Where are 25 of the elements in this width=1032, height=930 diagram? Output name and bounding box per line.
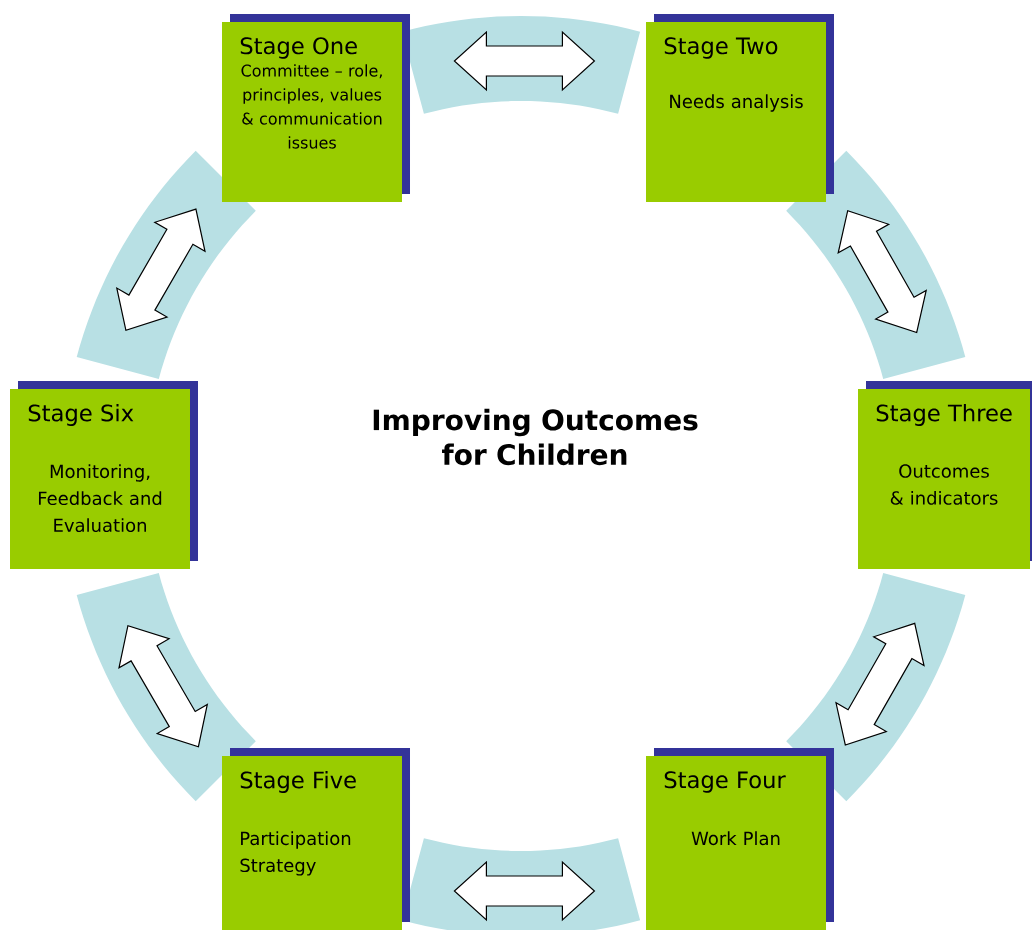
stage-heading: Stage Three <box>876 404 1012 426</box>
double-arrow <box>453 860 596 922</box>
double-arrow <box>115 208 206 332</box>
stage-description: Outcomes & indicators <box>890 464 998 505</box>
stage-heading: Stage Four <box>664 771 786 793</box>
stage-description: Participation Strategy <box>240 831 351 876</box>
stage-box <box>10 381 198 569</box>
stage-box <box>858 381 1032 569</box>
stage-box <box>646 748 834 930</box>
double-arrow <box>837 209 928 334</box>
stage-description: Work Plan <box>691 831 780 846</box>
double-arrow <box>453 30 596 92</box>
stage-box <box>646 14 834 202</box>
double-arrow <box>835 622 925 746</box>
stage-heading: Stage Five <box>240 771 356 793</box>
stage-box <box>222 14 410 202</box>
double-arrow <box>118 624 209 748</box>
stage-description: Monitoring, Feedback and Evaluation <box>39 464 162 533</box>
title: Improving Outcomes for Children <box>373 408 698 466</box>
stage-heading: Stage One <box>240 37 357 59</box>
stage-description: Needs analysis <box>670 94 803 112</box>
stage-description: Committee – role, principles, values & communication issues <box>241 64 382 149</box>
stage-heading: Stage Six <box>28 404 134 426</box>
stage-box <box>222 748 410 930</box>
stage-heading: Stage Two <box>664 37 778 59</box>
